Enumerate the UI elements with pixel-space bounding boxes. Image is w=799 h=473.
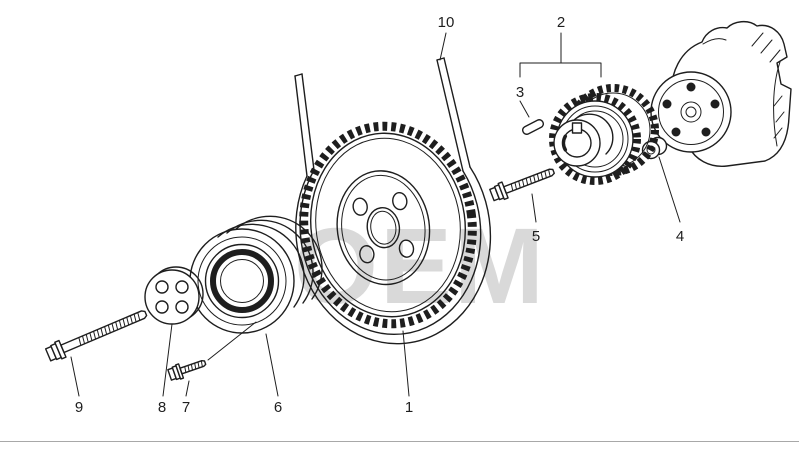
engine-block <box>650 21 792 167</box>
callout-7: 7 <box>182 399 190 416</box>
callout-labels: 10 2 3 5 4 9 8 7 6 1 <box>75 14 684 416</box>
part-key <box>521 119 545 135</box>
part-sprocket-bolt <box>489 168 555 202</box>
callout-1: 1 <box>405 399 413 416</box>
part-damper-wheel <box>299 121 477 329</box>
callout-6: 6 <box>274 399 282 416</box>
part-long-bolt <box>44 310 148 362</box>
callout-5: 5 <box>532 228 540 245</box>
part-sprocket <box>549 84 659 185</box>
callout-10: 10 <box>438 14 455 31</box>
part-v-belt <box>294 57 492 345</box>
callout-9: 9 <box>75 399 83 416</box>
part-short-bolt <box>167 359 207 381</box>
callout-3: 3 <box>516 84 524 101</box>
part-flange-plate <box>144 266 204 325</box>
callout-2: 2 <box>557 14 565 31</box>
leader-lines <box>70 32 681 397</box>
callout-4: 4 <box>676 228 684 245</box>
bottom-divider-line <box>0 441 799 442</box>
callout-8: 8 <box>158 399 166 416</box>
